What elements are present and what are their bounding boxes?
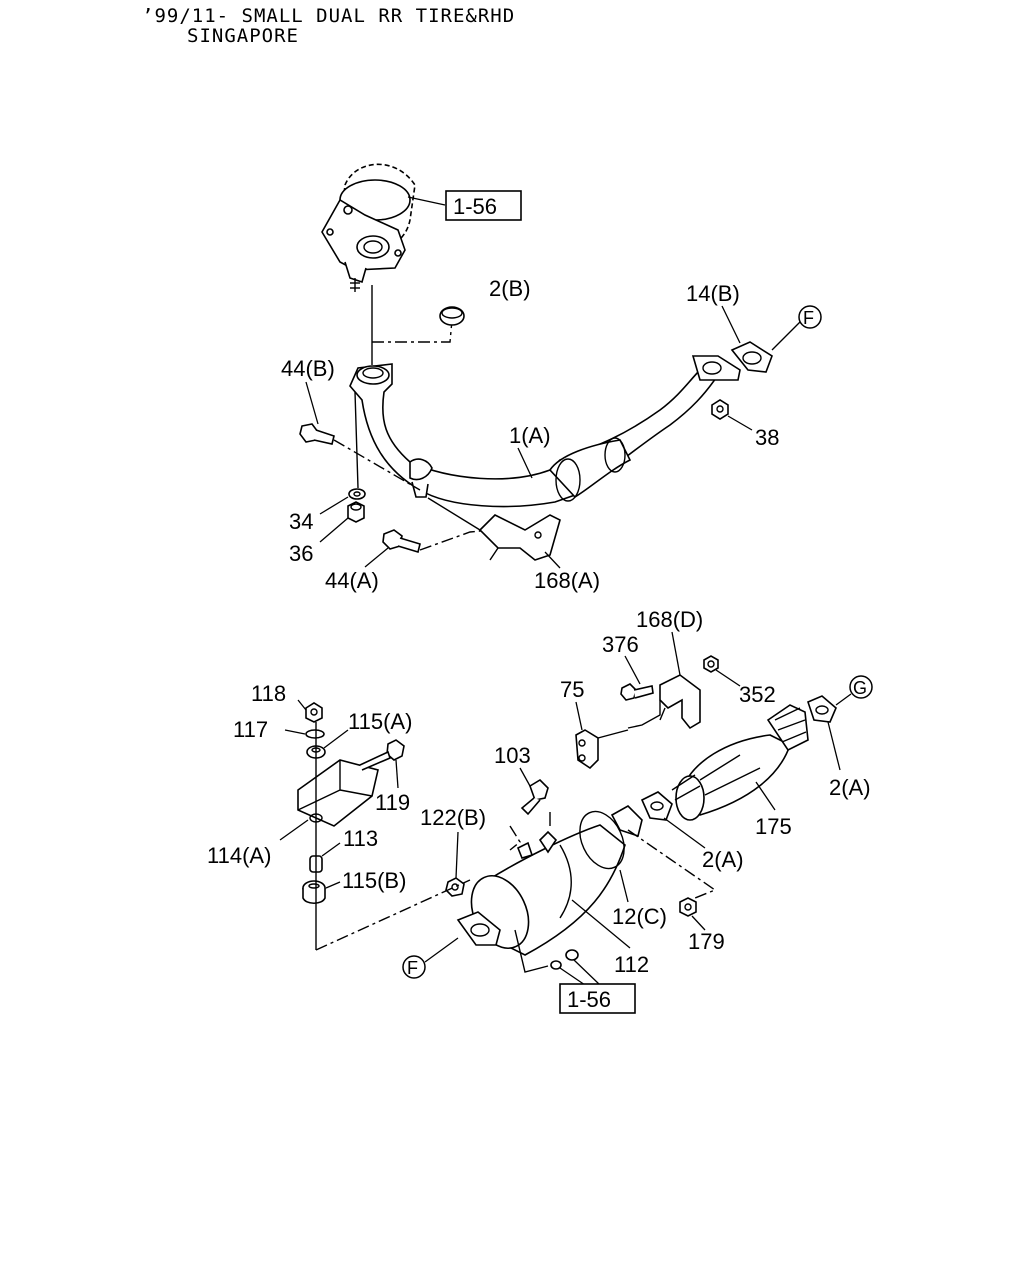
washer-117 bbox=[305, 729, 325, 739]
label-122b: 122(B) bbox=[420, 805, 486, 830]
label-34: 34 bbox=[289, 509, 313, 534]
label-44a: 44(A) bbox=[325, 568, 379, 593]
label-103: 103 bbox=[494, 743, 531, 768]
label-179: 179 bbox=[688, 929, 725, 954]
ref-box-bottom-label: 1-56 bbox=[567, 987, 611, 1012]
ref-circle-f-bottom[interactable]: F bbox=[402, 955, 426, 979]
front-exhaust-pipe bbox=[349, 355, 741, 508]
bolt-44b bbox=[299, 423, 335, 445]
label-14b: 14(B) bbox=[686, 281, 740, 306]
ref-circle-f-bottom-label: F bbox=[407, 958, 418, 978]
ref-circle-f-top-label: F bbox=[803, 308, 814, 328]
header-line-2: SINGAPORE bbox=[187, 25, 299, 47]
label-175: 175 bbox=[755, 814, 792, 839]
label-36: 36 bbox=[289, 541, 313, 566]
exhaust-manifold bbox=[321, 163, 416, 292]
bracket-168d bbox=[627, 674, 701, 730]
bolt-376 bbox=[620, 683, 654, 701]
diagram-header: ’99/11- SMALL DUAL RR TIRE&RHD SINGAPORE bbox=[142, 6, 515, 46]
label-119: 119 bbox=[375, 790, 410, 815]
label-38: 38 bbox=[755, 425, 779, 450]
nut-36 bbox=[347, 501, 365, 523]
washer-34 bbox=[348, 488, 366, 500]
ref-circle-g[interactable]: G bbox=[849, 675, 873, 699]
muffler-inlet-flange bbox=[456, 911, 501, 946]
ref-box-top-label: 1-56 bbox=[453, 194, 497, 219]
gasket-2b bbox=[439, 306, 465, 326]
bushing-115b bbox=[302, 880, 326, 905]
label-376: 376 bbox=[602, 632, 639, 657]
bracket-114a bbox=[297, 759, 379, 827]
ref-box-top[interactable]: 1-56 bbox=[445, 190, 522, 221]
label-114a: 114(A) bbox=[207, 843, 271, 868]
bolt-44a bbox=[382, 529, 421, 554]
label-12c: 12(C) bbox=[612, 904, 667, 929]
label-168a: 168(A) bbox=[534, 568, 600, 593]
label-118: 118 bbox=[251, 681, 286, 706]
nut-38 bbox=[711, 399, 729, 420]
gasket-2a-mid bbox=[640, 791, 673, 821]
bolt-103 bbox=[520, 778, 549, 816]
gasket-2a-right bbox=[807, 695, 837, 723]
label-112: 112 bbox=[614, 952, 649, 977]
label-2a-mid: 2(A) bbox=[702, 847, 744, 872]
bolt-122b bbox=[445, 877, 465, 897]
bracket-168a bbox=[427, 497, 561, 561]
gasket-14b bbox=[730, 341, 773, 373]
bolt-119 bbox=[359, 739, 405, 771]
label-115b: 115(B) bbox=[342, 868, 406, 893]
catalytic-converter-175 bbox=[671, 704, 809, 821]
label-352: 352 bbox=[739, 682, 776, 707]
label-2b: 2(B) bbox=[489, 276, 531, 301]
nut-352 bbox=[703, 655, 719, 673]
nut-118 bbox=[305, 702, 323, 723]
label-44b: 44(B) bbox=[281, 356, 335, 381]
label-117: 117 bbox=[233, 717, 268, 742]
rubber-hanger-75 bbox=[575, 729, 629, 770]
nut-179 bbox=[679, 897, 697, 917]
label-115a: 115(A) bbox=[348, 709, 412, 734]
label-2a-right: 2(A) bbox=[829, 775, 871, 800]
ref-circle-f-top[interactable]: F bbox=[798, 305, 822, 329]
label-168d: 168(D) bbox=[636, 607, 703, 632]
label-113: 113 bbox=[343, 826, 378, 851]
header-line-1: ’99/11- SMALL DUAL RR TIRE&RHD bbox=[142, 5, 516, 27]
ref-box-bottom[interactable]: 1-56 bbox=[559, 983, 636, 1014]
ref-circle-g-label: G bbox=[853, 678, 867, 698]
label-75: 75 bbox=[560, 677, 584, 702]
label-1a: 1(A) bbox=[509, 423, 551, 448]
washers-bottom bbox=[550, 949, 579, 970]
